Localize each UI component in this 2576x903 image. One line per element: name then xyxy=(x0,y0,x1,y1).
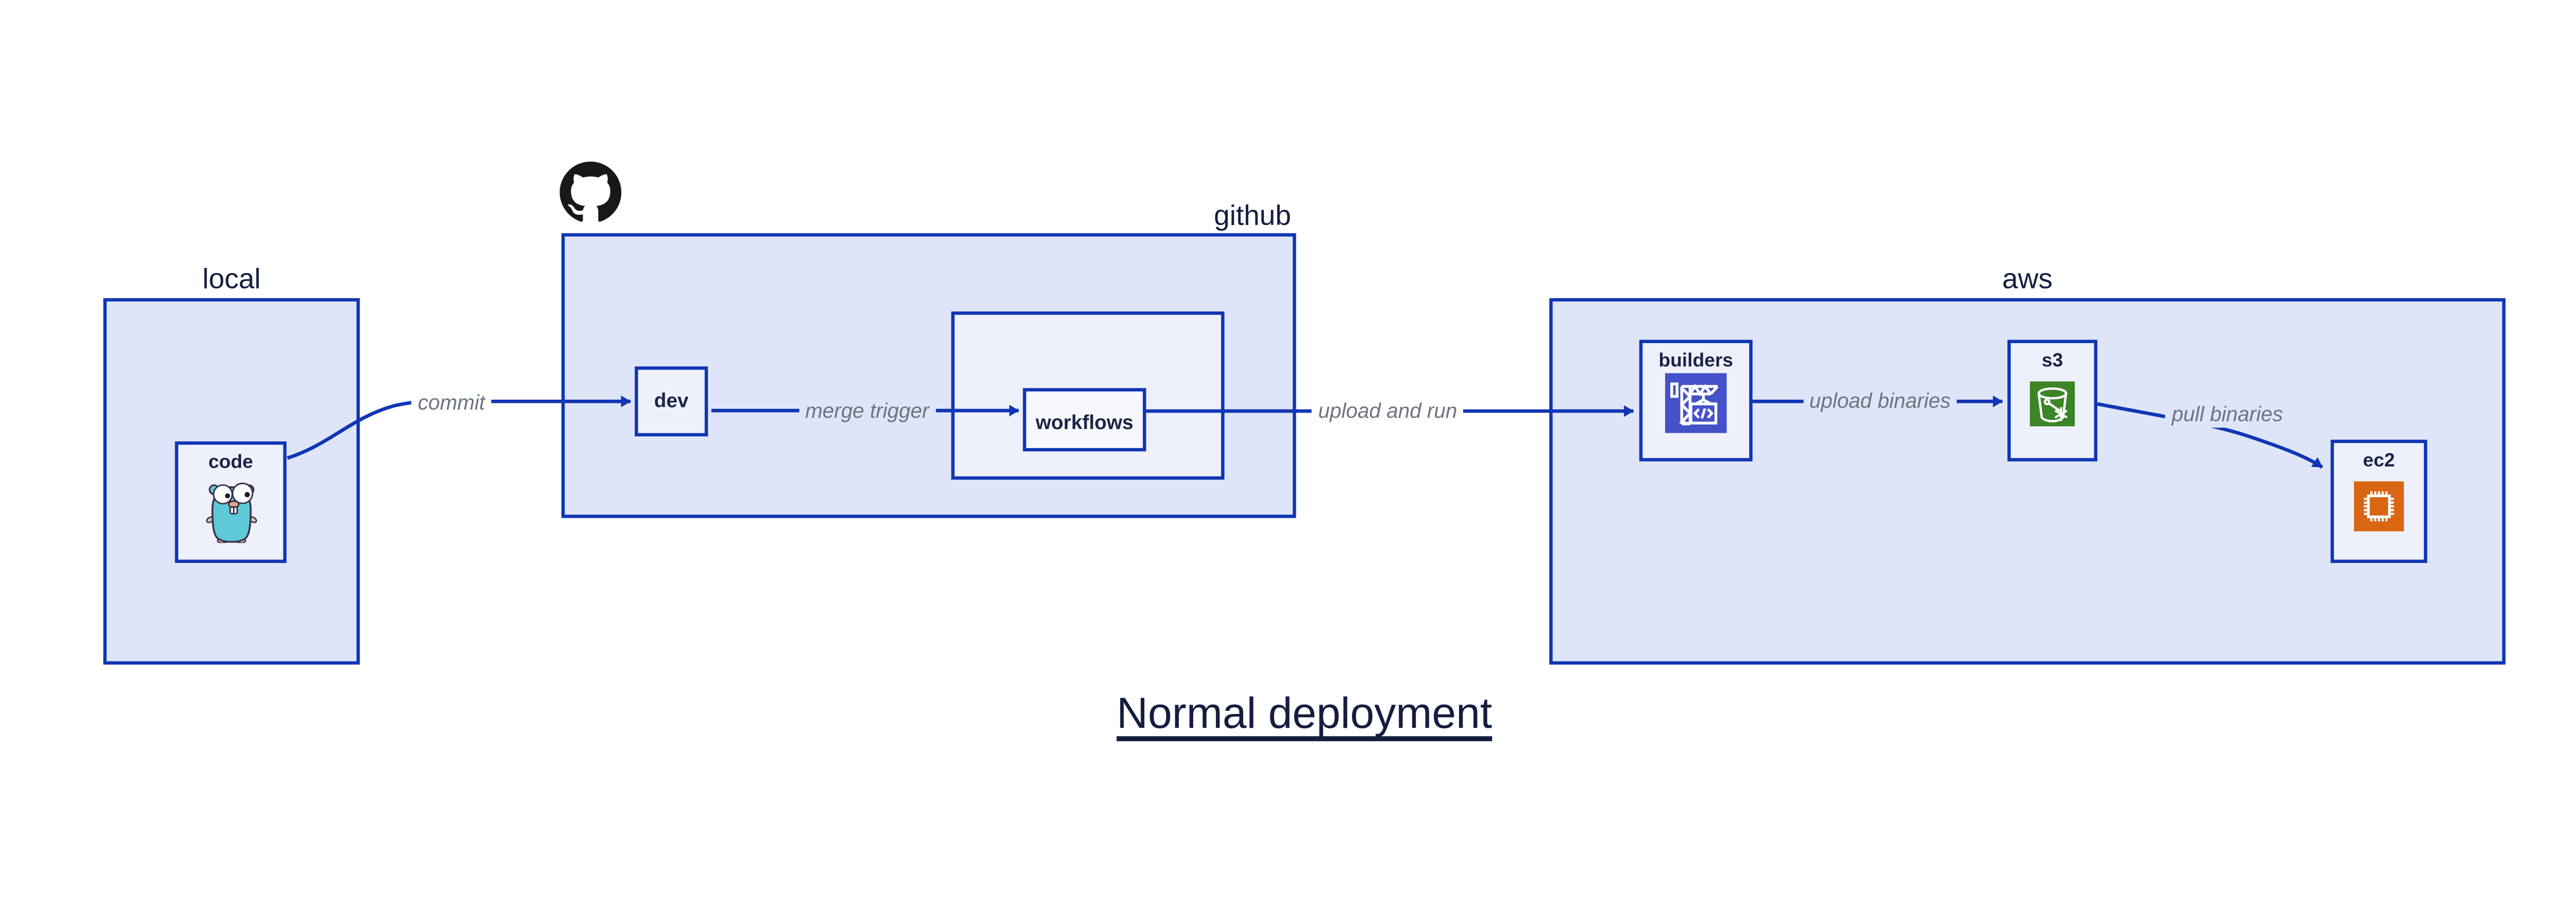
workflows-label: workflows xyxy=(1036,411,1133,434)
workflows-node-box: workflows xyxy=(1023,388,1146,452)
code-node-box: code xyxy=(175,441,287,563)
code-label: code xyxy=(208,453,253,473)
s3-label: s3 xyxy=(2041,351,2063,372)
github-octocat-icon xyxy=(560,161,622,224)
edge-label-pull-binaries: pull binaries xyxy=(2165,401,2290,429)
ec2-node-box: ec2 xyxy=(2330,439,2428,563)
diagram-title: Normal deployment xyxy=(1116,688,1493,738)
edge-pull-binaries xyxy=(2097,402,2324,469)
go-gopher-icon xyxy=(202,476,259,552)
local-label: local xyxy=(202,263,261,295)
edge-label-upload-binaries: upload binaries xyxy=(1802,387,1958,415)
builders-label: builders xyxy=(1658,351,1734,372)
ec2-chip-icon xyxy=(2353,481,2404,539)
builders-node-box: builders xyxy=(1639,339,1753,462)
dev-label: dev xyxy=(654,388,689,413)
edge-label-upload-and-run: upload and run xyxy=(1311,397,1464,425)
edge-label-commit: commit xyxy=(411,388,492,416)
edge-label-merge-trigger: merge trigger xyxy=(798,397,936,424)
ec2-label: ec2 xyxy=(2363,451,2395,472)
codebuild-crane-icon xyxy=(1665,373,1727,441)
s3-node-box: s3 xyxy=(2007,339,2097,462)
s3-bucket-icon xyxy=(2030,381,2075,434)
github-label: github xyxy=(1214,200,1291,232)
aws-label: aws xyxy=(2002,263,2053,295)
dev-node-box: dev xyxy=(634,366,708,437)
